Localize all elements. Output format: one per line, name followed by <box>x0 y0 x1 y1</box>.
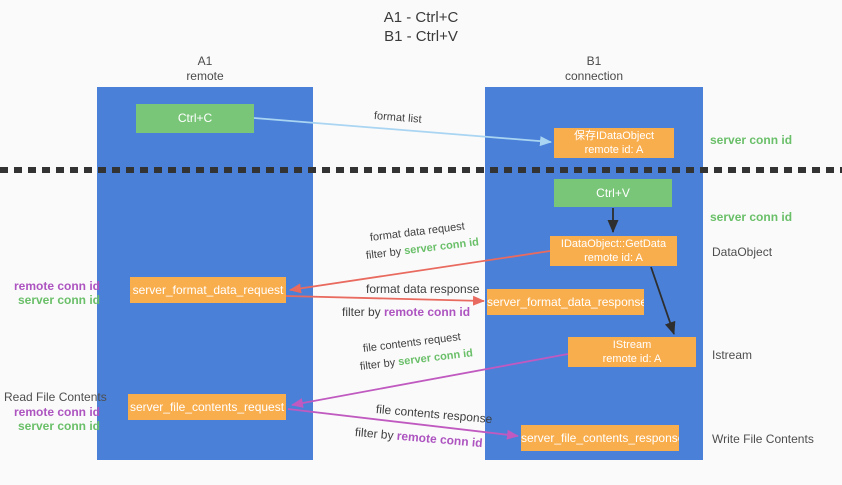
filter-by-prefix: filter by <box>359 356 399 373</box>
save-dataobject-box: 保存IDataObject remote id: A <box>554 128 674 158</box>
remote-conn-id-label-file: remote conn id <box>13 405 100 419</box>
server-format-data-request-box: server_format_data_request <box>130 277 286 303</box>
istream-box: IStream remote id: A <box>568 337 696 367</box>
column-a1-role: remote <box>186 69 224 83</box>
istream-line1: IStream <box>612 339 652 351</box>
remote-conn-id-label-format: remote conn id <box>13 279 100 293</box>
format-data-response-filter-label: filter by remote conn id <box>342 305 470 319</box>
server-file-contents-request-box: server_file_contents_request <box>128 394 286 420</box>
ctrl-c-action-box: Ctrl+C <box>136 104 254 133</box>
filter-by-prefix: filter by <box>354 425 398 443</box>
getdata-line1: IDataObject::GetData <box>560 238 667 250</box>
column-b1-role: connection <box>564 69 624 83</box>
filter-by-prefix: filter by <box>365 245 405 262</box>
server-file-contents-response-box: server_file_contents_response <box>521 425 679 451</box>
phase-separator-dotted-line <box>0 167 842 173</box>
file-contents-response-filter-label: filter by remote conn id <box>354 425 483 450</box>
column-b1-name: B1 <box>586 54 602 68</box>
save-dataobject-line1: 保存IDataObject <box>573 130 655 142</box>
ctrl-v-action-box: Ctrl+V <box>554 179 672 207</box>
getdata-box: IDataObject::GetData remote id: A <box>550 236 677 266</box>
diagram-title-line2: B1 - Ctrl+V <box>384 28 458 45</box>
column-header-a1: A1 remote <box>97 54 313 84</box>
format-list-arrow-label: format list <box>373 110 423 126</box>
diagram-title: A1 - Ctrl+C B1 - Ctrl+V <box>0 8 842 46</box>
read-file-contents-label: Read File Contents <box>4 390 107 404</box>
filter-by-value: server conn id <box>397 347 474 369</box>
istream-side-label: Istream <box>712 348 753 362</box>
dataobject-label: DataObject <box>712 245 773 259</box>
column-a1-name: A1 <box>197 54 213 68</box>
filter-by-value: remote conn id <box>396 428 484 451</box>
format-data-response-arrow <box>285 295 485 306</box>
server-conn-id-label-file: server conn id <box>17 419 100 433</box>
getdata-line2: remote id: A <box>584 252 643 264</box>
filter-by-value: remote conn id <box>384 305 471 319</box>
server-conn-id-label-top: server conn id <box>710 133 793 147</box>
filter-by-prefix: filter by <box>342 305 385 319</box>
file-contents-response-arrow-label: file contents response <box>375 402 493 427</box>
write-file-contents-label: Write File Contents <box>712 432 814 446</box>
server-format-data-response-box: server_format_data_response <box>487 289 644 315</box>
column-header-b1: B1 connection <box>485 54 703 84</box>
format-data-response-arrow-label: format data response <box>366 282 480 296</box>
server-conn-id-label-mid: server conn id <box>710 210 793 224</box>
diagram-title-line1: A1 - Ctrl+C <box>383 9 459 26</box>
server-conn-id-label-format: server conn id <box>17 293 100 307</box>
istream-line2: remote id: A <box>602 353 662 365</box>
filter-by-value: server conn id <box>403 236 480 258</box>
save-dataobject-line2: remote id: A <box>584 144 644 156</box>
